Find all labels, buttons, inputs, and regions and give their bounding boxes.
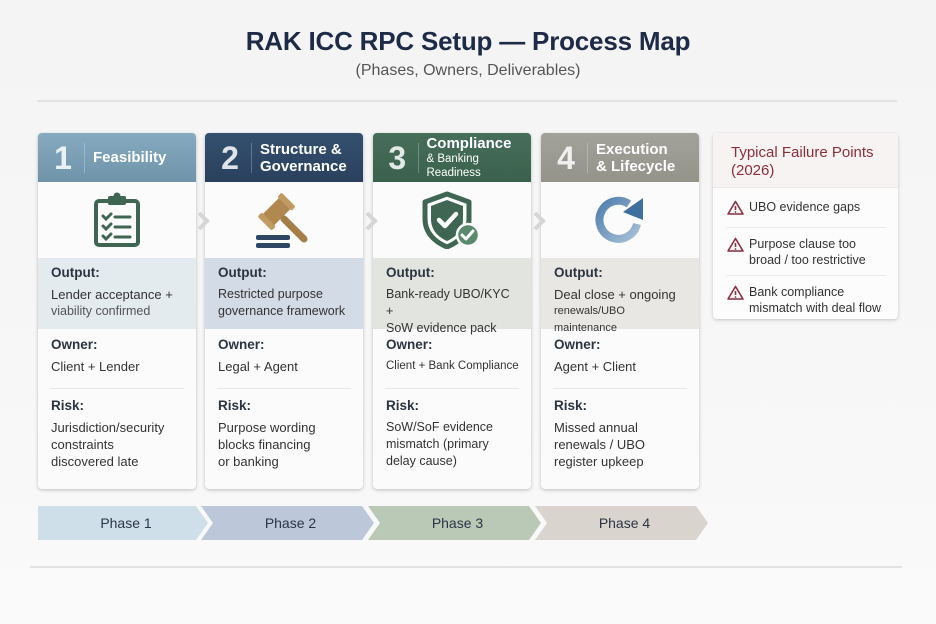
chevron-right-icon: [365, 212, 378, 230]
warning-triangle-icon: [727, 199, 749, 220]
owner-label: Owner:: [218, 337, 265, 352]
page-subtitle: (Phases, Owners, Deliverables): [355, 62, 581, 79]
phase-card-header: 3 Compliance& Banking Readiness: [373, 133, 531, 182]
owner-label: Owner:: [554, 337, 601, 352]
phase-icon-area: [205, 182, 363, 258]
output-text: Bank-ready UBO/KYC + SoW evidence pack: [386, 287, 510, 335]
phase-number: 1: [54, 139, 72, 176]
owner-section: Owner: Agent + Client: [541, 329, 699, 388]
owner-section: Owner: Legal + Agent: [205, 329, 363, 388]
phase-arrow-2: Phase 2: [201, 506, 374, 540]
owner-label: Owner:: [386, 337, 433, 352]
output-text: Restricted purpose governance framework: [218, 287, 346, 318]
phase-card-header: 2 Structure &Governance: [205, 133, 363, 182]
top-divider: [37, 100, 897, 102]
owner-section: Owner: Client + Lender: [38, 329, 196, 388]
output-section: Output: Restricted purpose governance fr…: [205, 258, 363, 329]
risk-label: Risk:: [218, 398, 252, 413]
risk-label: Risk:: [554, 398, 588, 413]
phase-card-header: 1 Feasibility: [38, 133, 196, 182]
phase-number: 3: [388, 139, 407, 176]
risk-section: Risk: Jurisdiction/security constraints …: [50, 388, 184, 488]
output-label: Output:: [51, 265, 100, 280]
header-separator: [84, 142, 85, 173]
owner-text: Legal + Agent: [218, 359, 298, 374]
phase-card-header: 4 Execution& Lifecycle: [541, 133, 699, 182]
failure-points-title: Typical Failure Points (2026): [713, 133, 898, 188]
failure-point-item: UBO evidence gaps: [727, 191, 886, 228]
phase-card-4: 4 Execution& Lifecycle Output: Deal clos…: [541, 133, 699, 489]
phase-title: Structure &Governance: [260, 140, 347, 175]
failure-points-panel: Typical Failure Points (2026) UBO eviden…: [713, 133, 898, 319]
risk-label: Risk:: [51, 398, 85, 413]
phase-title: Compliance& Banking Readiness: [426, 135, 512, 179]
risk-section: Risk: SoW/SoF evidence mismatch (primary…: [385, 388, 519, 488]
risk-text: Jurisdiction/security constraints discov…: [51, 420, 165, 469]
output-section: Output: Deal close + ongoing renewals/UB…: [541, 258, 699, 334]
phase-number: 2: [221, 139, 239, 176]
phase-icon-area: [541, 182, 699, 258]
phase-arrow-3: Phase 3: [368, 506, 541, 540]
warning-triangle-icon: [727, 284, 749, 316]
output-label: Output:: [554, 265, 603, 280]
owner-text: Client + Bank Compliance: [386, 360, 519, 372]
phase-number: 4: [557, 139, 575, 176]
header-separator: [587, 142, 588, 173]
chevron-right-icon: [533, 212, 546, 230]
owner-section: Owner: Client + Bank Compliance: [373, 329, 531, 388]
phase-arrow-1: Phase 1: [38, 506, 208, 540]
bottom-divider: [30, 566, 902, 568]
header-separator: [251, 142, 252, 173]
owner-text: Agent + Client: [554, 359, 637, 374]
risk-section: Risk: Purpose wording blocks financing o…: [217, 388, 351, 488]
cycle-arrow-icon: [595, 196, 643, 243]
clipboard-checklist-icon: [94, 192, 140, 247]
output-text: Lender acceptance + viability confirmed: [51, 287, 173, 318]
header-separator: [417, 142, 419, 173]
page-title: RAK ICC RPC Setup — Process Map: [245, 26, 691, 56]
phase-arrow-4: Phase 4: [535, 506, 708, 540]
phase-arrow-label: Phase 1: [100, 515, 152, 531]
phase-title: Feasibility: [93, 149, 167, 166]
risk-text: Missed annual renewals / UBO register up…: [554, 420, 646, 469]
output-label: Output:: [386, 265, 435, 280]
phase-arrow-label: Phase 2: [264, 515, 317, 531]
output-text: Deal close + ongoing renewals/UBO mainte…: [554, 287, 676, 334]
chevron-right-icon: [197, 212, 210, 230]
owner-text: Client + Lender: [51, 359, 140, 374]
risk-text: SoW/SoF evidence mismatch (primary delay…: [386, 420, 493, 468]
phase-icon-area: [373, 182, 531, 258]
warning-triangle-icon: [727, 236, 749, 268]
output-section: Output: Lender acceptance + viability co…: [38, 258, 196, 329]
phase-icon-area: [38, 182, 196, 258]
risk-section: Risk: Missed annual renewals / UBO regis…: [553, 388, 687, 488]
phase-title: Execution& Lifecycle: [596, 140, 676, 175]
phase-arrow-label: Phase 3: [431, 515, 484, 531]
owner-label: Owner:: [51, 337, 98, 352]
risk-text: Purpose wording blocks financing or bank…: [218, 420, 316, 469]
shield-check-icon: [422, 191, 481, 249]
risk-label: Risk:: [386, 398, 420, 413]
phase-card-3: 3 Compliance& Banking Readiness Output: …: [373, 133, 531, 489]
phase-card-2: 2 Structure &Governance Output: Restrict…: [205, 133, 363, 489]
output-label: Output:: [218, 265, 267, 280]
gavel-icon: [256, 193, 308, 248]
phase-arrow-label: Phase 4: [598, 515, 651, 531]
phase-card-1: 1 Feasibility Output: Lender acceptance …: [38, 133, 196, 489]
output-section: Output: Bank-ready UBO/KYC + SoW evidenc…: [373, 258, 531, 335]
